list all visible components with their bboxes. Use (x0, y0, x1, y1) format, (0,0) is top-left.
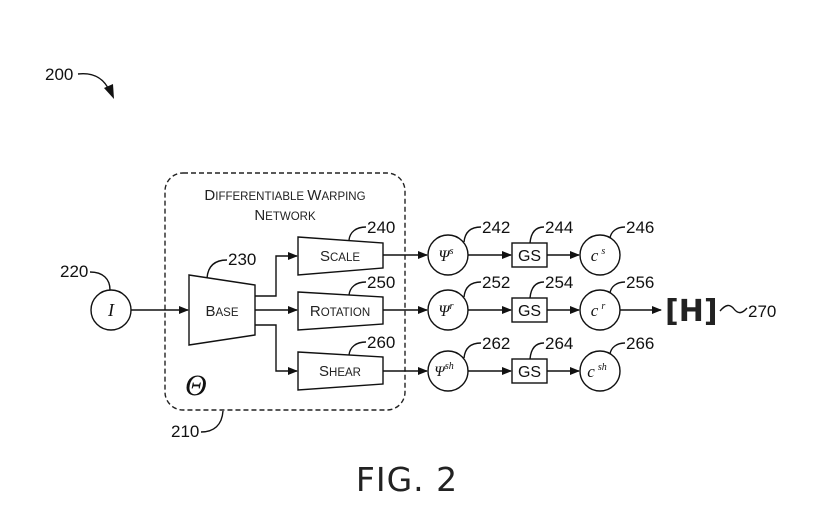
gs-r-ref: 254 (545, 273, 573, 292)
c-s-circle (579, 234, 621, 276)
psi-sh-ref-leader (463, 342, 482, 359)
psi-s-ref: 242 (482, 218, 510, 237)
output-node: [H] 270 (665, 294, 776, 329)
diagram-reference: 200 (45, 65, 114, 99)
warping-network-ref: 210 (171, 422, 199, 441)
gs-sh-ref-leader (529, 342, 545, 360)
psi-r-ref: 252 (482, 273, 510, 292)
scale-trapezoid (297, 236, 384, 276)
psi-s-symbol: Ψs (438, 246, 453, 265)
gs-s-ref: 244 (545, 218, 573, 237)
c-s-ref: 246 (626, 218, 654, 237)
shear-trapezoid (297, 351, 384, 391)
c-sh-ref: 266 (626, 334, 654, 353)
scale-module: SCALE 240 (297, 218, 395, 276)
scale-label: SCALE (320, 248, 360, 265)
output-ref-tilde (719, 304, 748, 314)
input-ref-leader (89, 271, 111, 291)
figure-caption: FIG. 2 (356, 460, 458, 499)
base-connectors (255, 252, 298, 375)
warping-network-ref-leader (200, 410, 224, 433)
base-to-shear-arrow (255, 324, 298, 375)
diagram-ref-arrowhead-icon (104, 84, 114, 99)
input-ref: 220 (60, 262, 88, 281)
rotation-label: ROTATION (310, 303, 370, 320)
base-ref: 230 (228, 250, 256, 269)
gs-sh-box (511, 358, 548, 384)
c-sh-circle (579, 350, 621, 392)
gs-r-box (511, 297, 548, 323)
rotation-ref: 250 (367, 273, 395, 292)
c-r-ref-leader (609, 281, 626, 294)
gs-s-box (511, 242, 548, 268)
c-sh-ref-leader (609, 342, 626, 355)
output-ref: 270 (748, 302, 776, 321)
rotation-module: ROTATION 250 (297, 273, 395, 331)
scale-ref-leader (348, 226, 367, 241)
rotation-ref-leader (348, 281, 367, 296)
shear-label: SHEAR (319, 363, 361, 380)
scale-ref: 240 (367, 218, 395, 237)
psi-r-ref-leader (463, 281, 482, 298)
rotation-trapezoid (297, 291, 384, 331)
gs-r-label: GS (518, 303, 541, 320)
gs-s-label: GS (518, 248, 541, 265)
shear-module: SHEAR 260 (297, 333, 395, 391)
theta-symbol: Θ (185, 369, 207, 402)
gs-s-ref-leader (529, 226, 545, 244)
warping-network-title-line1: DIFFERENTIABLE WARPING (204, 187, 365, 204)
gs-r-ref-leader (529, 281, 545, 299)
warping-network-title-line2: NETWORK (254, 207, 316, 224)
output-label: [H] (665, 294, 718, 329)
warping-network: DIFFERENTIABLE WARPING NETWORK Θ 210 (164, 172, 406, 441)
c-s-ref-leader (609, 226, 626, 239)
input-symbol: I (107, 300, 115, 320)
shear-ref-leader (348, 341, 367, 356)
c-r-ref: 256 (626, 273, 654, 292)
c-r-circle (579, 289, 621, 331)
gs-sh-ref: 264 (545, 334, 573, 353)
psi-s-ref-leader (463, 226, 482, 243)
base-trapezoid (188, 274, 256, 346)
base-label: BASE (205, 303, 238, 320)
warping-network-boundary (164, 172, 406, 411)
diagram-ref-label: 200 (45, 65, 73, 84)
psi-r-symbol: Ψr (438, 301, 453, 320)
gs-sh-label: GS (518, 364, 541, 381)
base-ref-leader (206, 259, 228, 279)
base-module: BASE 230 (188, 250, 256, 346)
shear-ref: 260 (367, 333, 395, 352)
base-to-scale-arrow (255, 252, 298, 297)
psi-sh-ref: 262 (482, 334, 510, 353)
input-node: I 220 (60, 262, 189, 331)
psi-sh-symbol: Ψsh (434, 361, 453, 380)
